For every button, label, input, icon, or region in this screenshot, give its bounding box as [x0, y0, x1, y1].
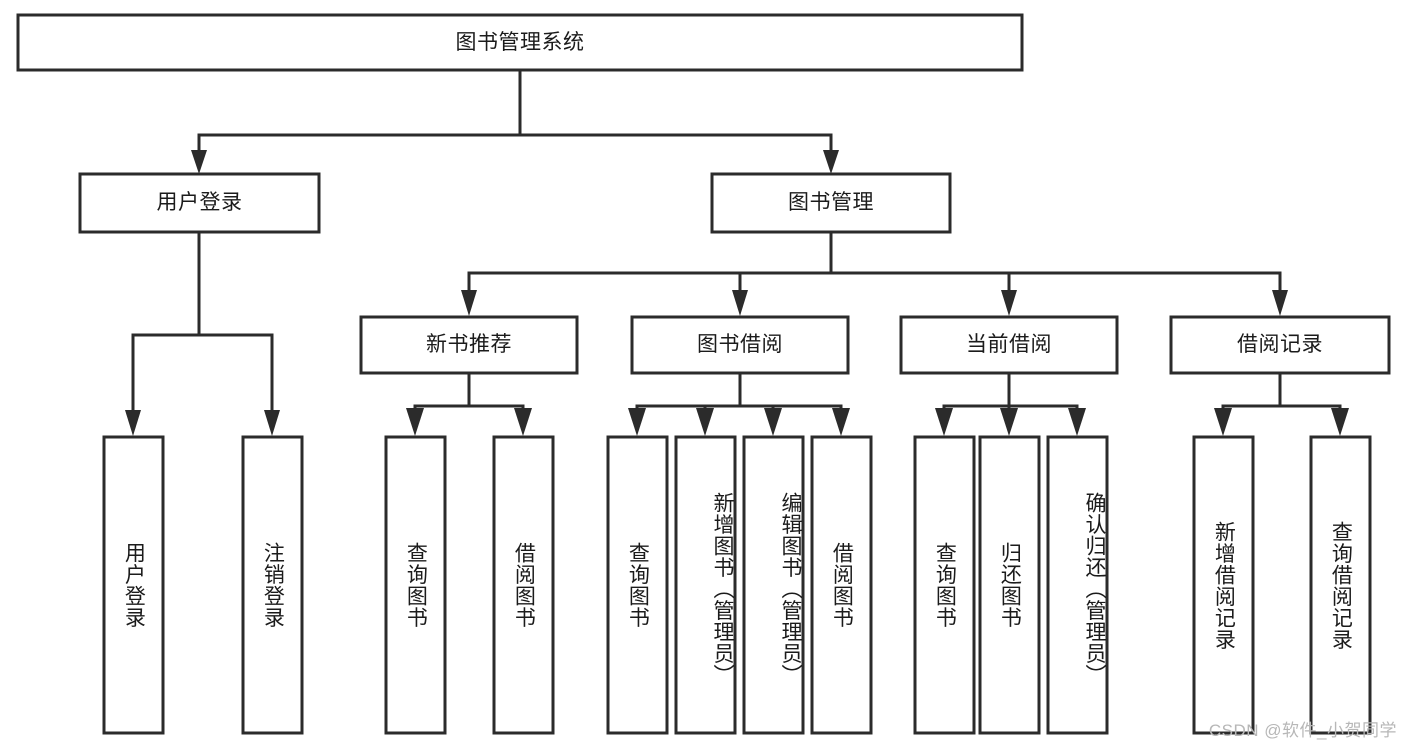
- node-box-leaf-confirm-return[interactable]: [1046, 435, 1109, 735]
- node-box-leaf-add-book[interactable]: [674, 435, 737, 735]
- node-box-leaf-add-record[interactable]: [1192, 435, 1255, 735]
- arrow-to-leaf-add-book: [696, 408, 714, 436]
- node-box-leaf-user-login[interactable]: [102, 435, 165, 735]
- node-box-current-borrow[interactable]: [899, 315, 1119, 375]
- arrow-to-leaf-user-logout: [264, 410, 280, 436]
- node-box-leaf-query-book-2[interactable]: [606, 435, 669, 735]
- node-box-leaf-borrow-book-1[interactable]: [492, 435, 555, 735]
- node-box-layer: [16, 13, 1391, 735]
- arrow-to-new-book-recommend: [461, 290, 477, 316]
- node-box-leaf-borrow-book-2[interactable]: [810, 435, 873, 735]
- arrow-to-leaf-query-book-3: [935, 408, 953, 436]
- arrow-to-leaf-edit-book: [764, 408, 782, 436]
- arrow-to-leaf-query-book-1: [406, 408, 424, 436]
- arrow-to-book-borrow: [732, 290, 748, 316]
- node-box-leaf-query-book-3[interactable]: [913, 435, 976, 735]
- connector-layer: [125, 68, 1349, 436]
- node-box-user-login[interactable]: [78, 172, 321, 234]
- arrow-to-leaf-add-record: [1214, 408, 1232, 436]
- node-box-leaf-return-book[interactable]: [978, 435, 1041, 735]
- watermark-text: CSDN @软件_小贺同学: [1208, 721, 1397, 740]
- arrow-to-leaf-confirm-return: [1068, 408, 1086, 436]
- arrow-to-leaf-borrow-book-1: [514, 408, 532, 436]
- node-box-book-borrow[interactable]: [630, 315, 850, 375]
- arrow-to-leaf-return-book: [1000, 408, 1018, 436]
- arrow-to-leaf-query-book-2: [628, 408, 646, 436]
- arrow-to-leaf-borrow-book-2: [832, 408, 850, 436]
- arrow-to-leaf-query-record: [1331, 408, 1349, 436]
- node-box-leaf-user-logout[interactable]: [241, 435, 304, 735]
- arrow-to-borrow-record: [1272, 290, 1288, 316]
- arrow-to-leaf-user-login: [125, 410, 141, 436]
- arrow-to-book-management: [823, 150, 839, 174]
- arrow-to-user-login: [191, 150, 207, 174]
- node-box-borrow-record[interactable]: [1169, 315, 1391, 375]
- arrow-to-current-borrow: [1001, 290, 1017, 316]
- node-box-new-book-recommend[interactable]: [359, 315, 579, 375]
- node-box-leaf-query-book-1[interactable]: [384, 435, 447, 735]
- node-box-leaf-query-record[interactable]: [1309, 435, 1372, 735]
- node-box-book-management[interactable]: [710, 172, 952, 234]
- node-box-root[interactable]: [16, 13, 1024, 72]
- node-box-leaf-edit-book[interactable]: [742, 435, 805, 735]
